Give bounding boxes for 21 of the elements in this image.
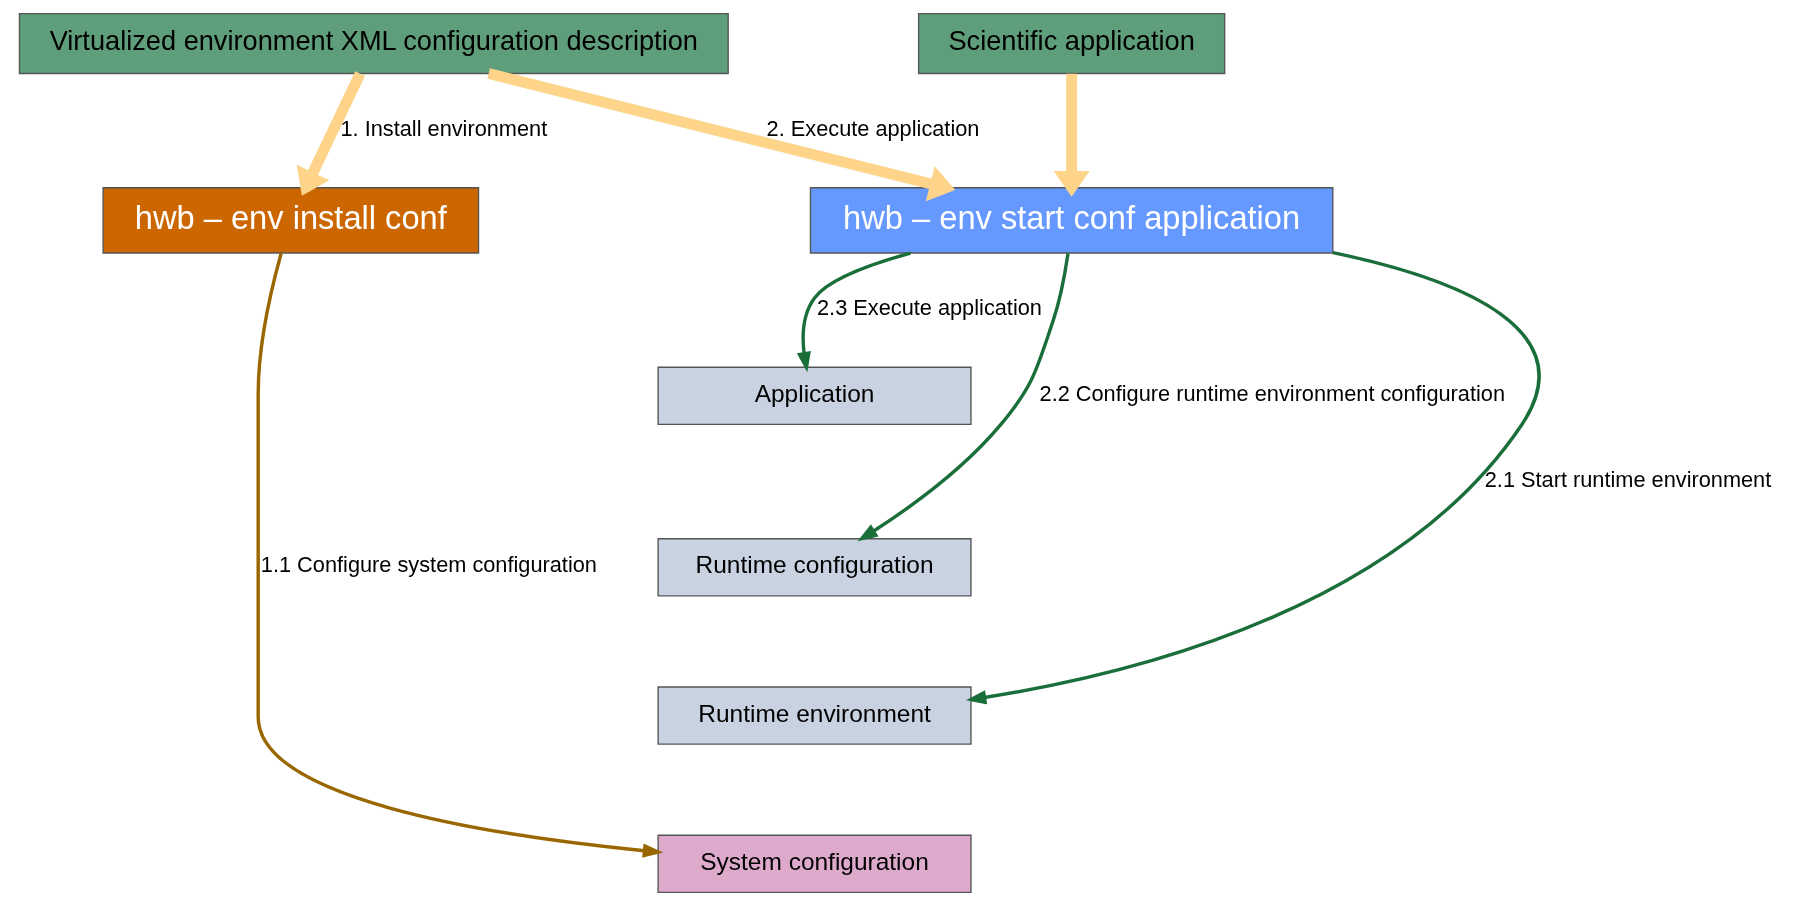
arrow (1053, 73, 1090, 197)
node-box: Virtualized environment XML configuration description (18, 12, 729, 75)
edge-label: 2.2 Configure runtime environment configuration (1039, 381, 1506, 407)
node-box: System configuration (657, 834, 972, 894)
node-box: hwb – env install conf (102, 187, 480, 254)
edge-label: 1.1 Configure system configuration (260, 552, 597, 578)
node-box: Scientific application (917, 12, 1226, 75)
node-box: hwb – env start conf application (809, 187, 1334, 254)
arrow (487, 68, 956, 202)
node-box: Runtime configuration (657, 538, 972, 597)
arrow (857, 252, 1070, 542)
arrow (296, 71, 365, 196)
arrow (965, 251, 1540, 705)
edge-label: 1. Install environment (340, 115, 548, 141)
node-box: Application (657, 366, 972, 426)
arrow (796, 251, 911, 373)
edge-label: 2.3 Execute application (817, 295, 1042, 321)
arrow (256, 252, 664, 858)
edge-label: 2. Execute application (766, 115, 980, 141)
edge-label: 2.1 Start runtime environment (1484, 466, 1772, 492)
node-box: Runtime environment (657, 686, 972, 745)
